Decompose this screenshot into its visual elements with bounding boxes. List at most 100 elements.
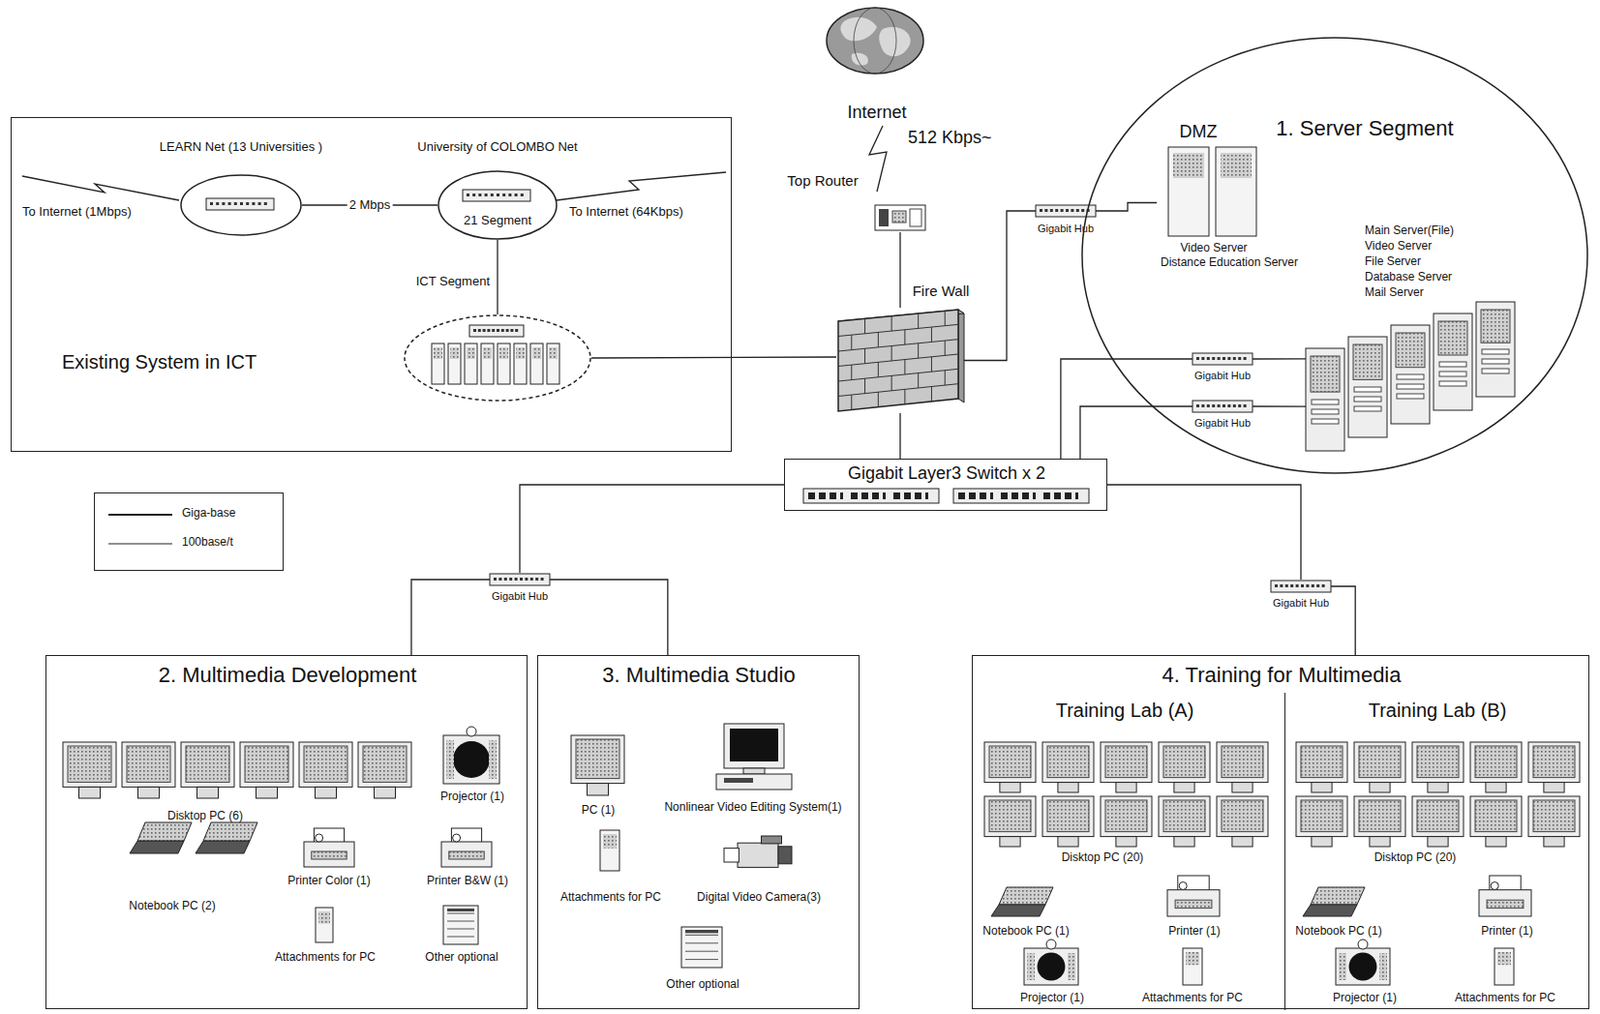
hub-port xyxy=(1217,404,1221,408)
monitor-screen xyxy=(1533,746,1575,779)
monitor-stand xyxy=(1485,783,1507,793)
firewall-wall xyxy=(838,309,959,412)
hub-port xyxy=(491,329,495,333)
monitor-screen xyxy=(1417,746,1459,779)
monitor-stand xyxy=(1116,837,1137,847)
dmz-server-panel xyxy=(1220,152,1252,179)
legend-line xyxy=(108,513,173,516)
node-text: Notebook PC (1) xyxy=(1295,925,1382,939)
hub-port xyxy=(251,202,255,206)
camera-viewfinder xyxy=(761,836,783,845)
monitor-stand xyxy=(1311,783,1332,793)
hub-port xyxy=(1285,584,1289,588)
segment-server xyxy=(513,343,527,385)
monitor-stand xyxy=(1543,783,1565,793)
hub-port xyxy=(1243,357,1247,361)
hub-port xyxy=(234,202,238,206)
monitor-icon xyxy=(62,742,117,787)
monitor-stand xyxy=(1427,837,1449,847)
monitor-screen xyxy=(1105,746,1148,779)
node-title: Gigabit Layer3 Switch x 2 xyxy=(847,463,1046,484)
hub-port xyxy=(1305,584,1309,588)
printer-panel xyxy=(1175,900,1212,908)
notebook-screen xyxy=(203,822,258,842)
projector-top xyxy=(466,726,477,737)
hub-port xyxy=(1296,584,1299,588)
monitor-icon xyxy=(181,742,235,787)
server-bay xyxy=(1439,381,1467,387)
server-tower xyxy=(1433,313,1473,411)
outline-shape xyxy=(437,170,558,241)
firewall-brick xyxy=(864,378,866,393)
monitor-icon xyxy=(571,735,625,785)
server-panel xyxy=(1438,321,1468,356)
node-title: 3. Multimedia Studio xyxy=(602,663,795,688)
hub-port xyxy=(530,577,534,581)
node-title: ICT Segment xyxy=(416,274,490,290)
segment-server xyxy=(497,343,511,385)
legend-sample xyxy=(106,505,175,525)
node-text: PC (1) xyxy=(581,804,616,818)
hub-port xyxy=(514,193,518,197)
monitor-icon xyxy=(1528,796,1580,838)
node-text: Database Server xyxy=(1364,271,1452,285)
notebook-screen xyxy=(1310,887,1365,906)
editing-monitor xyxy=(724,724,785,769)
firewall-brick xyxy=(931,357,933,372)
server-bay xyxy=(1311,419,1339,424)
segment-server-panel xyxy=(532,347,542,360)
firewall-brick xyxy=(891,346,893,362)
hub-port xyxy=(1237,357,1241,361)
wireless-link xyxy=(556,172,726,201)
node-title: University of COLOMBO Net xyxy=(417,140,577,155)
segment-server xyxy=(481,343,494,385)
node-title: LEARN Net (13 Universities ) xyxy=(159,140,323,155)
globe xyxy=(826,7,924,74)
firewall-brick xyxy=(877,332,879,347)
server-bay xyxy=(1481,359,1510,364)
node-text: Mail Server xyxy=(1364,286,1424,301)
hub-port xyxy=(1316,584,1320,588)
segment-ellipse: 1. Server SegmentDMZVideo ServerDistance… xyxy=(1081,36,1589,475)
monitor-icon xyxy=(984,796,1036,838)
monitor-icon xyxy=(1470,796,1522,838)
monitor-screen xyxy=(1417,800,1459,833)
gigabit-hub: Gigabit Hub xyxy=(1192,352,1253,366)
server-bay xyxy=(1481,368,1510,374)
monitor-stand xyxy=(1057,837,1079,847)
monitor-screen xyxy=(1047,746,1089,779)
monitor-icon xyxy=(1412,742,1464,784)
monitor-stand xyxy=(1369,837,1390,847)
projector-body xyxy=(443,735,500,785)
firewall-brick xyxy=(891,316,893,332)
hub-port xyxy=(541,577,544,581)
switch-port xyxy=(979,492,987,500)
node-text: Printer B&W (1) xyxy=(426,875,509,889)
monitor-icon xyxy=(358,742,412,787)
node-title: Gigabit Hub xyxy=(1194,417,1251,430)
hub-port xyxy=(1050,209,1054,212)
attachment-panel xyxy=(318,911,331,925)
gigabit-hub: Gigabit Hub xyxy=(1270,579,1331,594)
server-panel xyxy=(1353,344,1383,380)
monitor-stand xyxy=(1174,783,1195,793)
node-text: Disktop PC (20) xyxy=(1061,851,1145,866)
hub-port xyxy=(1039,209,1043,212)
node-title: Training Lab (A) xyxy=(1056,699,1195,723)
monitor-icon xyxy=(1296,742,1348,784)
hub-port xyxy=(1207,357,1210,361)
hub-port xyxy=(496,193,500,197)
monitor-icon xyxy=(299,742,353,787)
segment-server xyxy=(530,343,544,385)
server-bay xyxy=(1396,393,1424,399)
hub-icon xyxy=(469,325,524,337)
firewall-brick xyxy=(917,343,919,359)
monitor-screen xyxy=(185,746,230,783)
firewall-brick xyxy=(891,375,893,391)
printer-panel xyxy=(1486,900,1524,908)
node-text: Disktop PC (6) xyxy=(167,810,243,824)
router-part xyxy=(892,211,906,223)
device-line xyxy=(447,929,475,931)
server-group: Main Server(File)Video ServerFile Server… xyxy=(1305,220,1519,452)
monitor-stand xyxy=(138,786,160,799)
